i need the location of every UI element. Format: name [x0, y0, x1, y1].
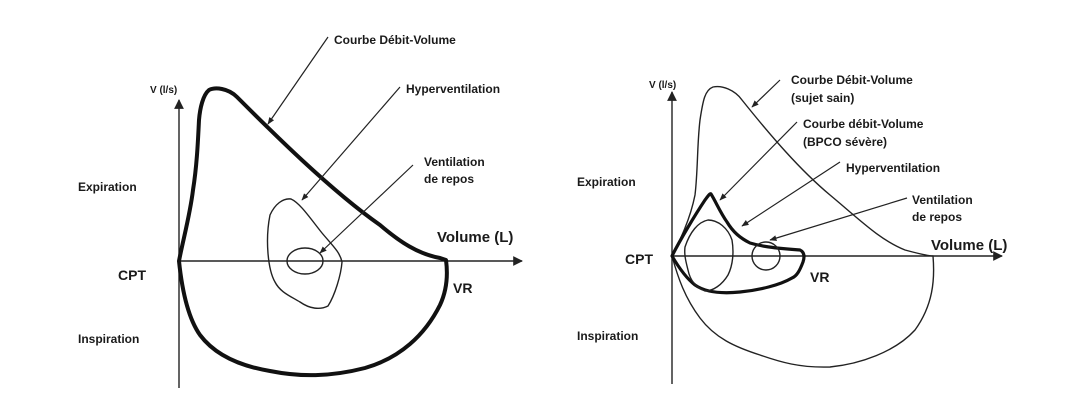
annotation-copd-line2: (BPCO sévère) [803, 135, 887, 149]
healthy-diagram: V (l/s) Volume (L) CPT VR Expiration Ins… [78, 33, 523, 388]
annotation-hyperventilation: Hyperventilation [406, 82, 500, 96]
leader-hyperventilation [741, 161, 841, 227]
expiration-label: Expiration [78, 180, 137, 194]
x-axis-label: Volume (L) [931, 237, 1007, 254]
leader-rest [769, 197, 908, 241]
end-label: VR [453, 280, 472, 296]
hyperventilation-loop [266, 198, 343, 310]
inspiration-label: Inspiration [577, 329, 638, 343]
expiration-label: Expiration [577, 175, 636, 189]
annotation-copd-line1: Courbe débit-Volume [803, 117, 924, 131]
leader-flow-volume [267, 36, 329, 125]
inspiration-label: Inspiration [78, 332, 139, 346]
copd-diagram: V (l/s) Volume (L) CPT VR Expiration Ins… [577, 73, 1007, 384]
leader-rest [319, 164, 414, 254]
copd-flow-volume-curve [670, 192, 806, 295]
origin-label: CPT [118, 267, 146, 283]
rest-ventilation-loop [286, 247, 324, 275]
origin-label: CPT [625, 251, 653, 267]
healthy-flow-volume-curve [671, 85, 935, 368]
annotation-rest-line1: Ventilation [424, 155, 485, 169]
annotation-rest-line1: Ventilation [912, 193, 973, 207]
flow-volume-curve [177, 86, 449, 378]
x-axis-label: Volume (L) [437, 229, 513, 246]
y-axis-label: V (l/s) [649, 80, 676, 91]
annotation-hyperventilation: Hyperventilation [846, 161, 940, 175]
end-label: VR [810, 269, 829, 285]
annotation-healthy-line2: (sujet sain) [791, 91, 854, 105]
annotation-rest-line2: de repos [424, 172, 474, 186]
annotation-flow-volume: Courbe Débit-Volume [334, 33, 456, 47]
annotation-rest-line2: de repos [912, 210, 962, 224]
leader-healthy-curve [751, 79, 781, 108]
hyperventilation-loop [684, 219, 734, 292]
leader-hyperventilation [301, 86, 401, 201]
leader-copd-curve [719, 121, 798, 201]
rest-ventilation-loop [751, 241, 781, 271]
y-axis-label: V (l/s) [150, 85, 177, 96]
annotation-healthy-line1: Courbe Débit-Volume [791, 73, 913, 87]
